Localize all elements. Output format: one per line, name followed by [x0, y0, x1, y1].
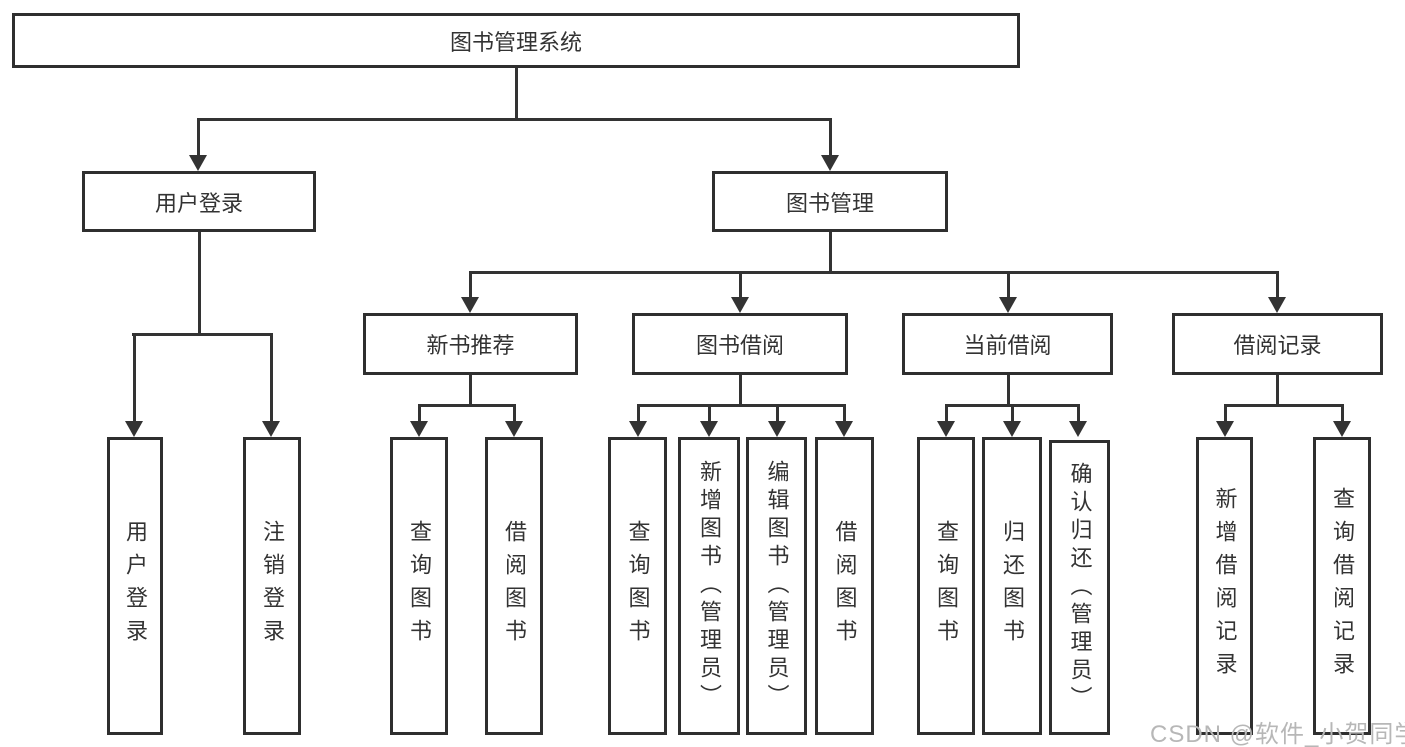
edge-leaf: [945, 404, 948, 421]
edge-to-book-mgmt: [829, 118, 832, 156]
leaf-borrow-books-1-label: 借阅图书: [502, 520, 527, 652]
leaf-return-books: 归还图书: [982, 437, 1042, 735]
arrow-down-icon: [1216, 421, 1234, 437]
arrow-down-icon: [1268, 297, 1286, 313]
arrow-down-icon: [189, 155, 207, 171]
edge-book-mgmt-drop: [829, 232, 832, 273]
leaf-edit-books-admin-label: 编辑图书（管理员）: [764, 460, 790, 712]
edge-level3-bus: [469, 271, 1278, 274]
edge-leaf: [843, 404, 846, 421]
edge-to-records: [1276, 271, 1279, 297]
csdn-watermark: CSDN @软件_小贺同学: [1150, 721, 1405, 747]
edge-records-bus: [1224, 404, 1343, 407]
edge-records-drop: [1276, 375, 1279, 406]
leaf-borrow-books-2: 借阅图书: [815, 437, 874, 735]
leaf-confirm-return-admin-label: 确认归还（管理员）: [1067, 461, 1093, 714]
node-root: 图书管理系统: [12, 13, 1020, 68]
arrow-down-icon: [1069, 421, 1087, 437]
node-book-mgmt: 图书管理: [712, 171, 948, 232]
edge-new-books-drop: [469, 375, 472, 406]
edge-to-current: [1007, 271, 1010, 297]
node-new-books: 新书推荐: [363, 313, 578, 375]
edge-to-leaf-login: [133, 333, 136, 421]
edge-leaf: [1077, 404, 1080, 421]
leaf-add-borrow-record-label: 新增借阅记录: [1212, 487, 1238, 685]
node-user-login: 用户登录: [82, 171, 316, 232]
edge-leaf: [776, 404, 779, 421]
leaf-confirm-return-admin: 确认归还（管理员）: [1049, 440, 1110, 735]
leaf-borrow-books-2-label: 借阅图书: [832, 520, 858, 652]
arrow-down-icon: [937, 421, 955, 437]
leaf-add-books-admin-label: 新增图书（管理员）: [697, 460, 722, 712]
leaf-query-books-3: 查询图书: [917, 437, 975, 735]
leaf-logout-label: 注销登录: [260, 520, 285, 652]
arrow-down-icon: [768, 421, 786, 437]
node-book-mgmt-label: 图书管理: [785, 190, 874, 216]
arrow-down-icon: [629, 421, 647, 437]
arrow-down-icon: [125, 421, 143, 437]
arrow-down-icon: [461, 297, 479, 313]
node-user-login-label: 用户登录: [154, 190, 243, 216]
leaf-logout: 注销登录: [243, 437, 301, 735]
edge-root-drop: [515, 68, 518, 120]
edge-to-borrowing: [739, 271, 742, 297]
edge-leaf: [1011, 404, 1014, 421]
node-book-borrowing: 图书借阅: [632, 313, 848, 375]
leaf-return-books-label: 归还图书: [1000, 520, 1025, 652]
arrow-down-icon: [700, 421, 718, 437]
arrow-down-icon: [731, 297, 749, 313]
arrow-down-icon: [999, 297, 1017, 313]
edge-current-drop: [1007, 375, 1010, 406]
edge-user-login-bus: [132, 333, 273, 336]
arrow-down-icon: [410, 421, 428, 437]
node-new-books-label: 新书推荐: [426, 333, 515, 358]
leaf-add-borrow-record: 新增借阅记录: [1196, 437, 1253, 735]
edge-borrowing-drop: [739, 375, 742, 406]
arrow-down-icon: [1333, 421, 1351, 437]
edge-level2-bus: [197, 118, 831, 121]
edge-to-user-login: [197, 118, 200, 156]
edge-leaf: [1341, 404, 1344, 421]
node-root-label: 图书管理系统: [449, 29, 582, 55]
edge-leaf: [637, 404, 640, 421]
node-book-borrowing-label: 图书借阅: [695, 333, 784, 358]
node-borrow-records: 借阅记录: [1172, 313, 1383, 375]
node-borrow-records-label: 借阅记录: [1233, 333, 1322, 358]
leaf-query-books-1-label: 查询图书: [407, 520, 432, 652]
edge-to-new-books: [469, 271, 472, 297]
node-current-borrowing-label: 当前借阅: [963, 333, 1052, 358]
leaf-query-borrow-record-label: 查询借阅记录: [1330, 487, 1355, 685]
leaf-user-login: 用户登录: [107, 437, 163, 735]
leaf-query-borrow-record: 查询借阅记录: [1313, 437, 1371, 735]
leaf-user-login-label: 用户登录: [123, 520, 148, 652]
arrow-down-icon: [821, 155, 839, 171]
edge-new-books-bus: [418, 404, 515, 407]
leaf-edit-books-admin: 编辑图书（管理员）: [746, 437, 807, 735]
node-current-borrowing: 当前借阅: [902, 313, 1113, 375]
arrow-down-icon: [505, 421, 523, 437]
leaf-add-books-admin: 新增图书（管理员）: [678, 437, 740, 735]
leaf-query-books-2-label: 查询图书: [625, 520, 651, 652]
edge-leaf: [1224, 404, 1227, 421]
edge-user-login-drop: [198, 232, 201, 335]
edge-leaf: [418, 404, 421, 421]
arrow-down-icon: [262, 421, 280, 437]
leaf-query-books-2: 查询图书: [608, 437, 667, 735]
leaf-borrow-books-1: 借阅图书: [485, 437, 543, 735]
edge-borrowing-bus: [637, 404, 845, 407]
arrow-down-icon: [835, 421, 853, 437]
arrow-down-icon: [1003, 421, 1021, 437]
leaf-query-books-1: 查询图书: [390, 437, 448, 735]
edge-leaf: [708, 404, 711, 421]
edge-leaf: [513, 404, 516, 421]
leaf-query-books-3-label: 查询图书: [934, 520, 959, 652]
edge-to-leaf-logout: [270, 333, 273, 421]
